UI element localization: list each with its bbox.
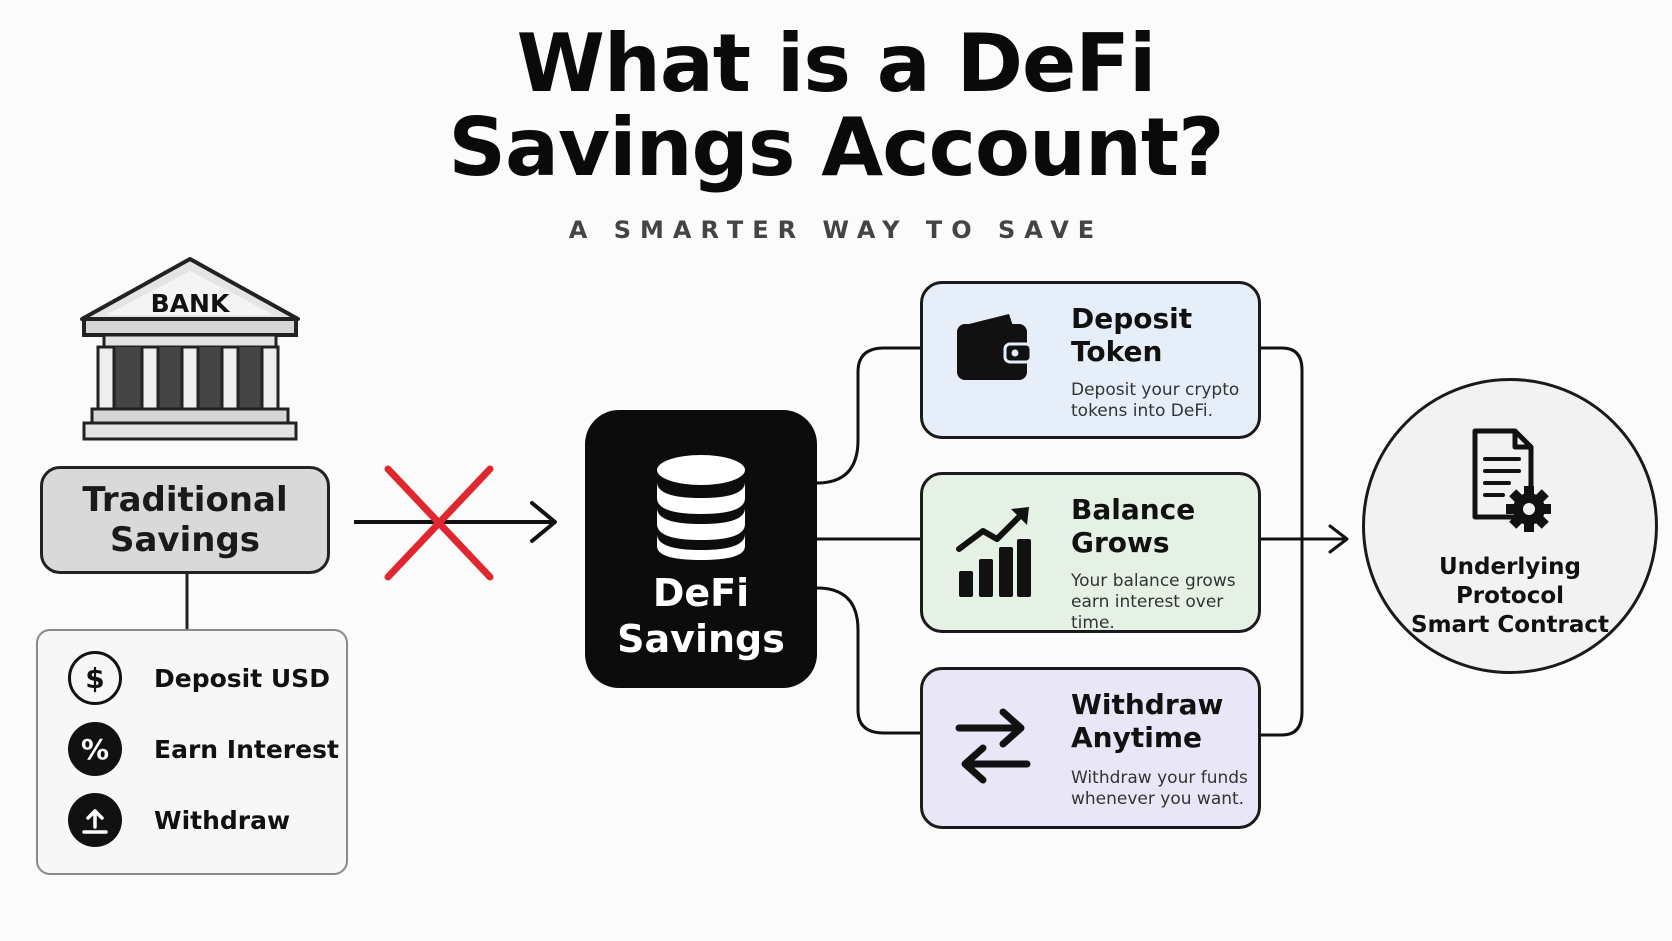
step-card-withdraw-anytime: Withdraw Anytime Withdraw your funds whe… (920, 667, 1261, 829)
traditional-label-line1: Traditional (82, 480, 288, 520)
protocol-label-line1: Underlying (1438, 554, 1582, 580)
traditional-savings-box: Traditional Savings (40, 466, 330, 574)
coin-stack-icon (657, 455, 745, 560)
protocol-label-line3: Smart Contract (1411, 612, 1609, 638)
step-title: Balance Grows (1071, 493, 1195, 559)
step-card-deposit-token: Deposit Token Deposit your crypto tokens… (920, 281, 1261, 439)
document-gear-icon (1472, 428, 1551, 532)
step-title-line2: Grows (1071, 526, 1170, 559)
growth-chart-icon (956, 507, 1031, 597)
step-desc-line1: Withdraw your funds (1071, 768, 1248, 788)
step-title-line1: Deposit (1071, 302, 1193, 335)
bank-to-defi-arrowhead (530, 501, 557, 543)
cards-to-protocol-arrowhead (1328, 524, 1349, 554)
list-item-earn-interest: % Earn Interest (68, 722, 339, 776)
step-description: Deposit your crypto tokens into DeFi. (1071, 380, 1239, 422)
page-title-line1: What is a DeFi (516, 17, 1157, 110)
red-cross-icon (384, 465, 494, 581)
protocol-label: Underlying Protocol Smart Contract (1365, 553, 1655, 640)
upload-icon (68, 793, 122, 847)
page-title: What is a DeFi Savings Account? (0, 22, 1672, 190)
step-card-balance-grows: Balance Grows Your balance grows earn in… (920, 472, 1261, 633)
defi-savings-box: DeFi Savings (585, 410, 817, 688)
step-title-line2: Anytime (1071, 721, 1203, 754)
step-desc-line2: tokens into DeFi. (1071, 401, 1213, 421)
list-item-label: Deposit USD (154, 663, 330, 693)
list-item-deposit-usd: $ Deposit USD (68, 651, 330, 705)
step-description: Withdraw your funds whenever you want. (1071, 768, 1248, 810)
step-title: Withdraw Anytime (1071, 688, 1223, 754)
page-subtitle: A SMARTER WAY TO SAVE (568, 216, 1104, 244)
step-desc-line1: Deposit your crypto (1071, 380, 1240, 400)
protocol-label-line2: Protocol (1455, 583, 1565, 609)
defi-label-line2: Savings (617, 617, 785, 661)
bank-building-icon: BANK (80, 257, 300, 441)
page-title-line2: Savings Account? (448, 101, 1224, 194)
swap-arrows-icon (955, 708, 1031, 784)
step-description: Your balance grows earn interest over ti… (1071, 571, 1258, 634)
percent-icon: % (68, 722, 122, 776)
protocol-circle: Underlying Protocol Smart Contract (1362, 378, 1658, 674)
list-item-withdraw: Withdraw (68, 793, 290, 847)
step-desc-line2: earn interest over time. (1071, 592, 1224, 633)
step-title-line2: Token (1071, 335, 1163, 368)
traditional-steps-list: $ Deposit USD % Earn Interest Withdraw (36, 629, 348, 875)
defi-to-deposit-line (816, 346, 920, 485)
wallet-icon (957, 314, 1033, 380)
traditional-label-line2: Savings (109, 520, 261, 560)
step-desc-line1: Your balance grows (1071, 571, 1236, 591)
step-title-line1: Withdraw (1071, 688, 1224, 721)
list-item-label: Earn Interest (154, 734, 339, 764)
dollar-icon: $ (68, 651, 122, 705)
step-title: Deposit Token (1071, 302, 1192, 368)
step-title-line1: Balance (1071, 493, 1196, 526)
step-desc-line2: whenever you want. (1071, 789, 1245, 809)
defi-to-withdraw-line (816, 586, 920, 735)
list-item-label: Withdraw (154, 805, 291, 835)
defi-label-line1: DeFi (652, 571, 750, 615)
cards-bracket-line (1261, 346, 1304, 737)
bank-sign-text: BANK (151, 289, 231, 318)
